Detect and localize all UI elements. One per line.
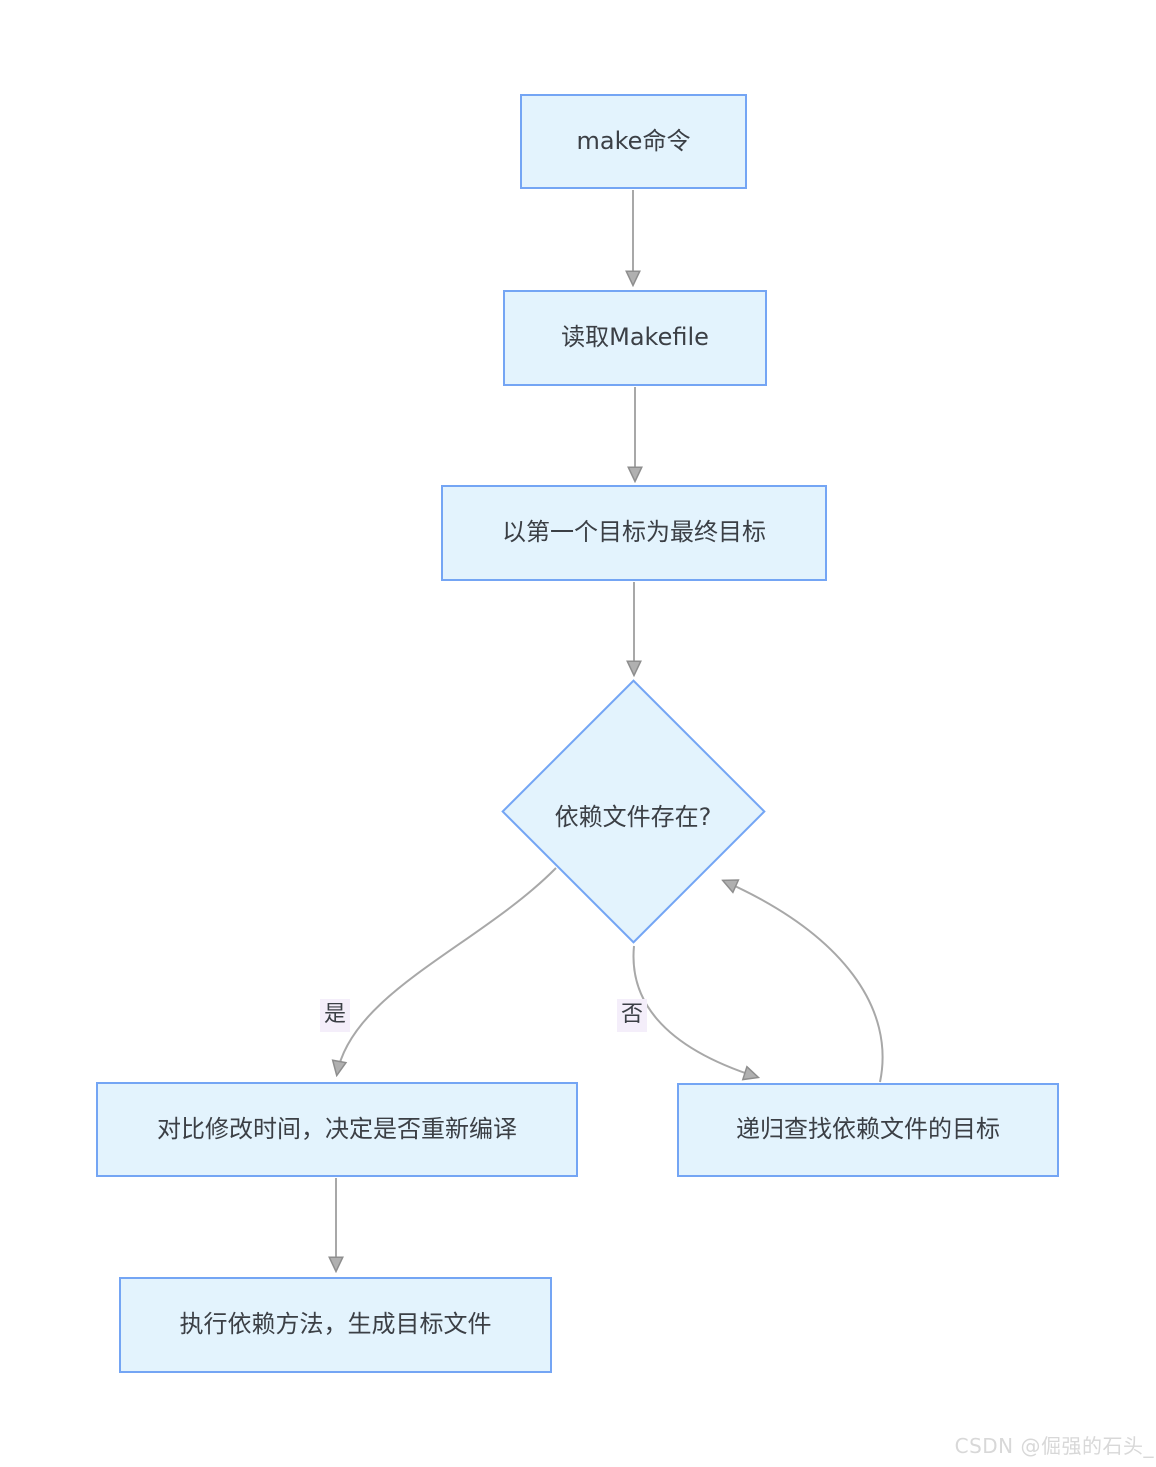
edge-decision-yes-to-compare [337,867,557,1074]
node-read-makefile-label: 读取Makefile [561,323,709,352]
node-recursive-find: 递归查找依赖文件的目标 [677,1083,1059,1177]
node-compare-mtime: 对比修改时间，决定是否重新编译 [96,1082,578,1177]
node-make-command-label: make命令 [576,126,691,155]
edge-label-yes: 是 [320,999,351,1032]
node-recursive-find-label: 递归查找依赖文件的目标 [736,1115,1000,1144]
node-compare-mtime-label: 对比修改时间，决定是否重新编译 [157,1114,517,1143]
node-execute-rule: 执行依赖方法，生成目标文件 [119,1277,552,1373]
node-read-makefile: 读取Makefile [503,290,767,386]
node-execute-rule-label: 执行依赖方法，生成目标文件 [179,1310,492,1339]
node-first-target: 以第一个目标为最终目标 [441,485,827,581]
node-first-target-label: 以第一个目标为最终目标 [502,518,766,547]
edge-recurse-back-to-decision [724,881,884,1083]
csdn-watermark: CSDN @倔强的石头_ [954,1434,1154,1458]
node-make-command: make命令 [520,94,747,189]
decision-diamond-label: 依赖文件存在? [554,803,712,831]
edge-label-no: 否 [617,999,648,1032]
edge-decision-no-to-recurse [632,945,757,1077]
